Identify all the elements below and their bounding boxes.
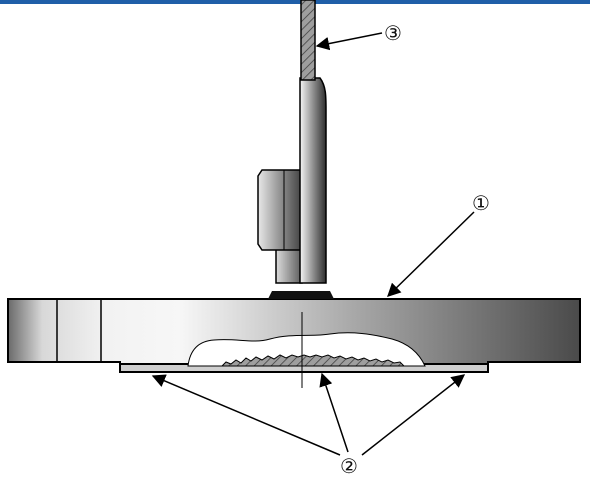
sensor-tube xyxy=(299,77,327,284)
weld-bead xyxy=(220,354,406,367)
weld-fillet xyxy=(268,291,334,299)
callout-2-label: ② xyxy=(340,454,358,477)
callout-2-arrow-right xyxy=(361,374,466,456)
cavity-region xyxy=(187,332,426,367)
hex-nut xyxy=(257,169,305,251)
callout-1-arrow xyxy=(387,211,475,297)
rod xyxy=(300,0,316,81)
callout-3-label: ③ xyxy=(384,21,402,45)
callout-1-label: ① xyxy=(472,191,490,215)
flange-plate xyxy=(7,298,581,365)
hex-nut-collar xyxy=(275,246,303,284)
callout-2-arrow-left xyxy=(151,374,341,456)
callout-2-arrow-center xyxy=(319,372,349,453)
header-bar xyxy=(0,0,590,4)
callout-3-arrow xyxy=(315,32,383,51)
